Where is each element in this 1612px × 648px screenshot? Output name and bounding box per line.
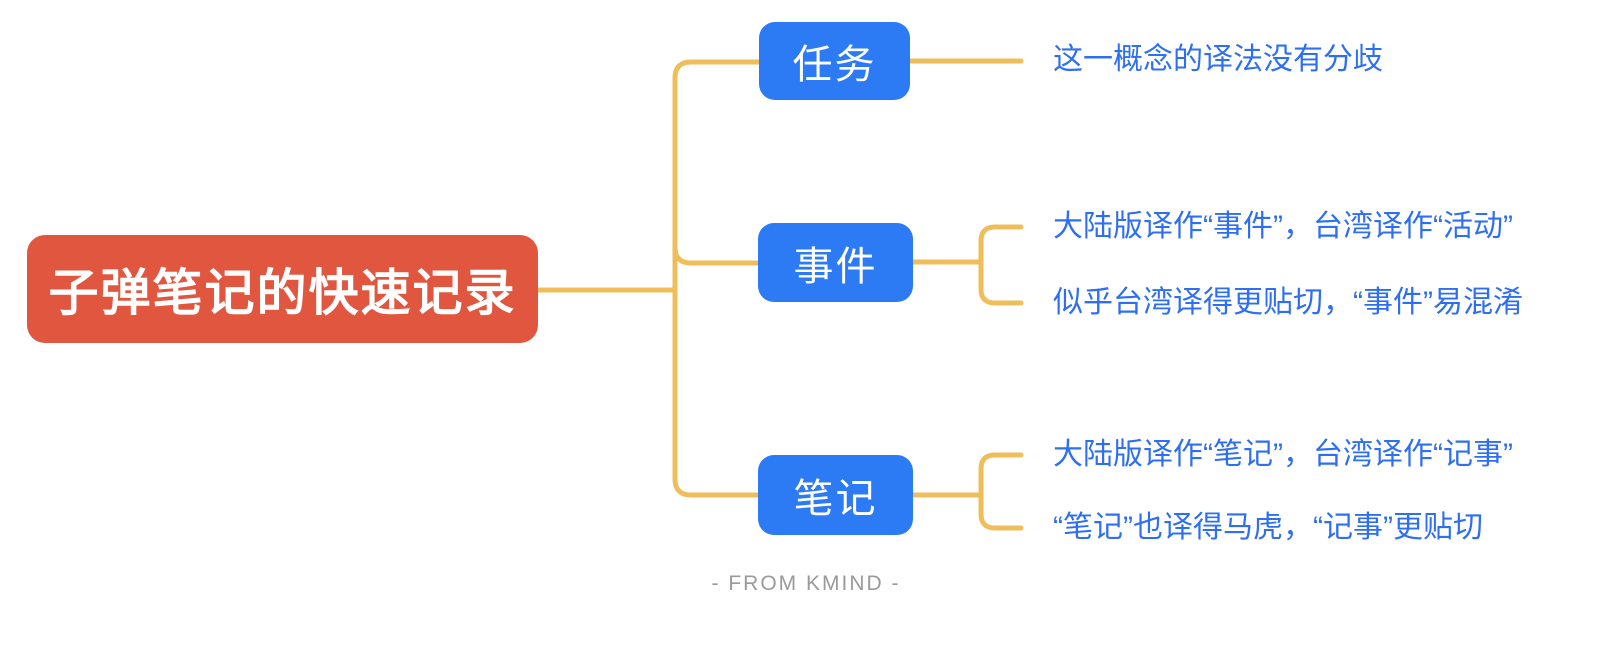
leaf-node-biji-2[interactable]: “笔记”也译得马虎，“记事”更贴切 [1053,511,1483,544]
branch-node-renwu[interactable]: 任务 [759,22,910,100]
connector-branch-renwu [672,59,762,81]
kmind-watermark: - FROM KMIND - [711,572,901,595]
connector-bracket-shijian [978,224,1024,306]
leaf-node-biji-1[interactable]: 大陆版译作“笔记”，台湾译作“记事” [1053,438,1513,471]
leaf-node-shijian-1[interactable]: 大陆版译作“事件”，台湾译作“活动” [1053,210,1513,243]
connector-branch-biji [672,476,761,498]
branch-node-shijian[interactable]: 事件 [758,223,913,302]
branch-node-biji[interactable]: 笔记 [758,455,913,535]
leaf-node-shijian-2[interactable]: 似乎台湾译得更贴切，“事件”易混淆 [1053,286,1523,319]
connector-bracket-biji [978,452,1024,531]
leaf-node-renwu-1[interactable]: 这一概念的译法没有分歧 [1053,43,1383,76]
connector-branch-shijian [672,244,761,266]
root-node[interactable]: 子弹笔记的快速记录 [27,235,538,343]
